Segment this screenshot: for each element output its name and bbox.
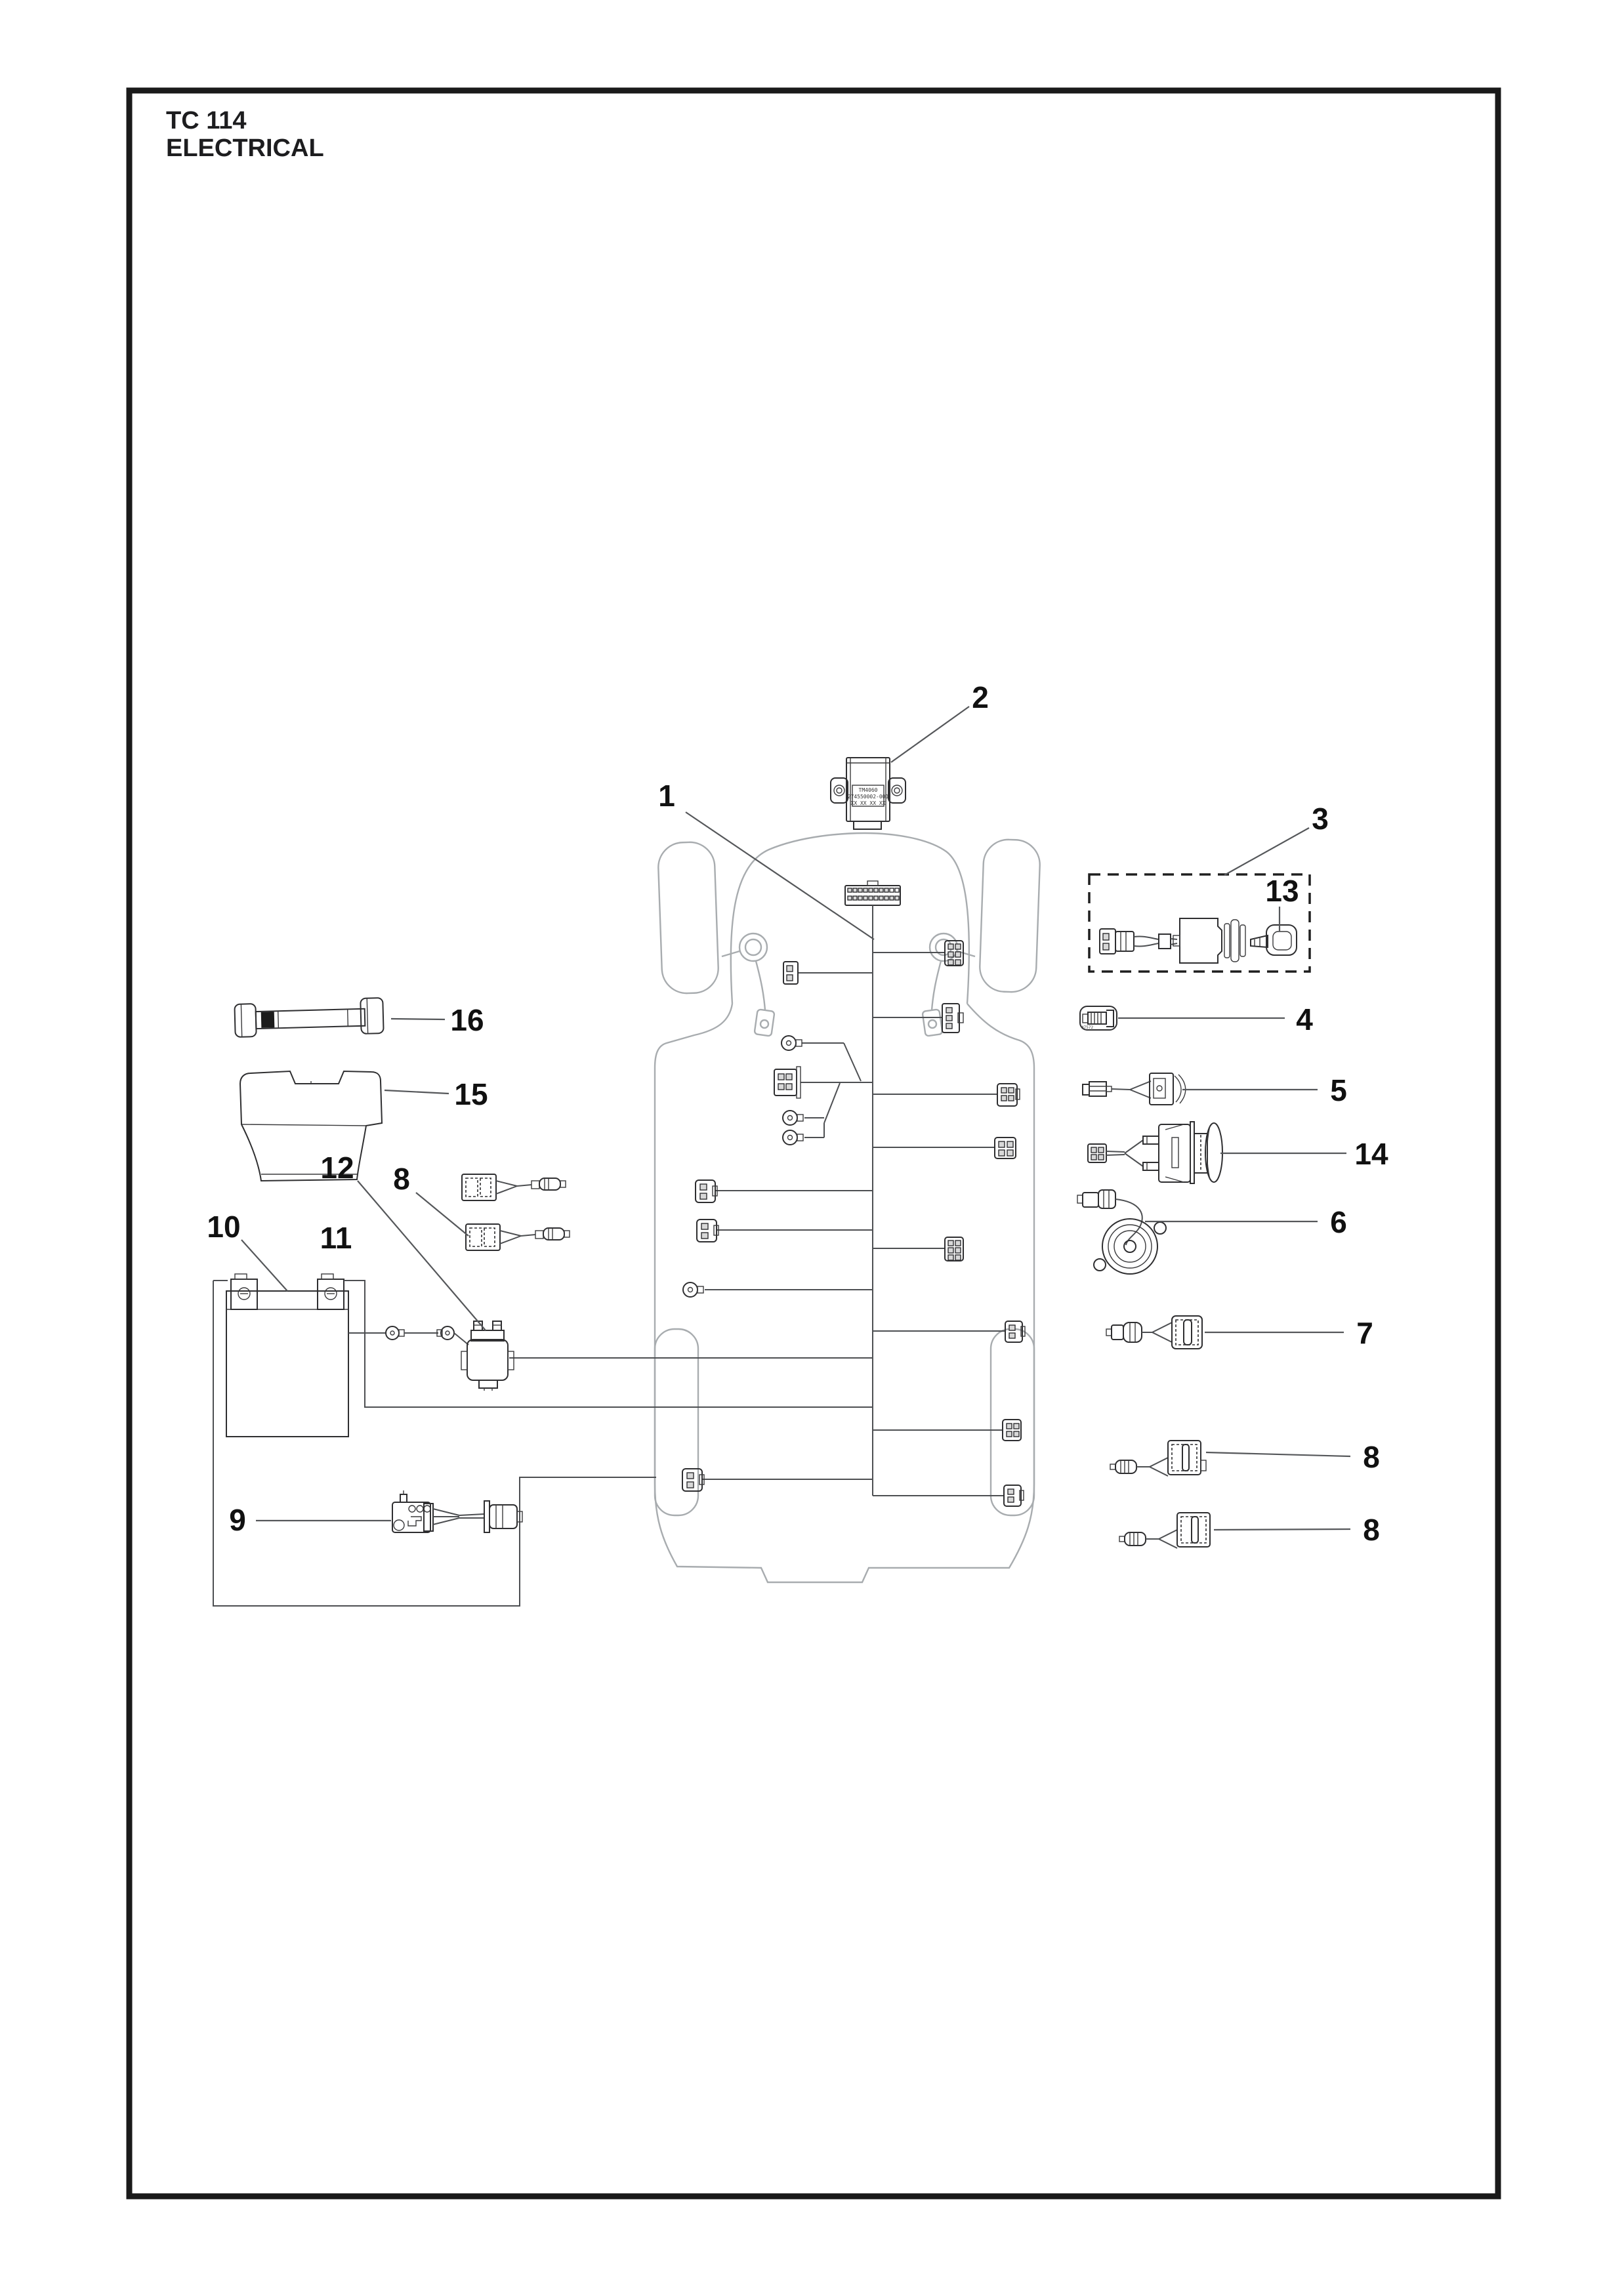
- battery-terminal-neg: [230, 1279, 258, 1310]
- callout-15: 15: [454, 1077, 488, 1111]
- harness-connector-left-2pin-a: [695, 1179, 718, 1203]
- leader-line-12: [357, 1180, 486, 1331]
- cable-ring-terminal-b: [436, 1326, 455, 1340]
- callout-6: 6: [1330, 1205, 1347, 1239]
- fuse-label: #7572: [1081, 1025, 1093, 1030]
- harness-ring-terminal-1: [781, 1035, 802, 1051]
- harness-ring-terminal-3: [782, 1130, 804, 1145]
- callout-7: 7: [1356, 1316, 1373, 1350]
- callout-8: 8: [1363, 1440, 1380, 1474]
- front-left-wheel: [657, 841, 719, 994]
- ignition-wire-sleeve: [1158, 933, 1171, 949]
- harness-connector-left-2pin-c: [682, 1468, 705, 1492]
- battery-terminal-pos: [317, 1279, 344, 1310]
- battery-cover: [239, 1070, 383, 1182]
- leader-line-8: [1205, 1451, 1351, 1458]
- callout-5: 5: [1330, 1073, 1347, 1107]
- module-bottom-tab: [853, 821, 882, 830]
- starter-solenoid: [461, 1321, 514, 1391]
- leader-line-8: [415, 1192, 469, 1237]
- module-label-line3: XX XX XX XX: [851, 800, 886, 806]
- cable-ring-terminal-a: [385, 1326, 405, 1340]
- steering-left: [721, 932, 776, 1037]
- switch-pigtail-8a: [1110, 1440, 1207, 1477]
- interlock-switch-left-b: [465, 1223, 570, 1251]
- tractor-body-outline: [654, 832, 1041, 1584]
- leader-line-10: [241, 1239, 288, 1292]
- callout-1: 1: [658, 779, 675, 813]
- ignition-switch-kit: [1088, 873, 1311, 973]
- module-label-line2: 274550002-001: [848, 794, 889, 800]
- callout-9: 9: [229, 1503, 246, 1537]
- harness-ring-terminal-2: [782, 1110, 804, 1126]
- page-title-model: TC 114: [166, 107, 247, 134]
- page-title-section: ELECTRICAL: [166, 134, 324, 162]
- leader-line-8: [1213, 1528, 1351, 1531]
- callout-2: 2: [972, 680, 989, 714]
- switch-pigtail-7: [1106, 1315, 1203, 1349]
- callout-13: 13: [1265, 874, 1299, 908]
- callout-10: 10: [207, 1210, 240, 1244]
- harness-connector-right-4pin-c: [1002, 1419, 1022, 1441]
- harness-connector-left-2pin-upper: [783, 961, 799, 985]
- callout-11: 11: [320, 1221, 352, 1255]
- callout-14: 14: [1354, 1137, 1388, 1171]
- callout-16: 16: [450, 1003, 484, 1037]
- callout-8: 8: [393, 1162, 410, 1196]
- page-border: [126, 87, 1501, 2200]
- panel-switch: [1087, 1121, 1223, 1184]
- harness-branches: [702, 952, 1005, 1496]
- ignition-switch-body: [1173, 918, 1246, 964]
- callout-4: 4: [1296, 1002, 1313, 1036]
- rear-right-wheel: [989, 1328, 1035, 1517]
- ignition-wire-b: [1133, 943, 1159, 947]
- module-flange-right: [888, 777, 906, 804]
- interlock-switch-left-a: [461, 1174, 566, 1201]
- module-flange-left: [830, 777, 848, 804]
- harness-connector-right-6pin-lower: [944, 1237, 964, 1261]
- harness-main-connector: [844, 880, 901, 906]
- rear-left-wheel: [654, 1328, 699, 1517]
- harness-connector-left-4pin: [774, 1066, 801, 1099]
- harness-connector-right-6pin-upper: [944, 940, 964, 966]
- module-label-line1: TM4060: [859, 787, 878, 793]
- battery-rod: [234, 997, 385, 1038]
- switch-pigtail-8b: [1119, 1512, 1211, 1549]
- wiring-harness: [682, 880, 1026, 1507]
- kit-dashed-box: [1088, 873, 1311, 973]
- module-label-plate: [852, 785, 885, 807]
- battery: [226, 1273, 349, 1437]
- leader-line-15: [384, 1089, 449, 1095]
- callout-8: 8: [1363, 1513, 1380, 1547]
- leader-line-3: [1224, 827, 1310, 876]
- buzzer: [1077, 1189, 1167, 1275]
- fuse-holder: #7572: [1079, 1006, 1117, 1031]
- ignition-harness-connector: [1099, 928, 1135, 954]
- battery-cable-routing: [213, 1280, 873, 1607]
- control-module: TM4060 274550002-001 XX XX XX XX: [830, 757, 906, 830]
- front-right-wheel: [979, 838, 1041, 993]
- harness-connector-right-4pin-a: [997, 1083, 1020, 1107]
- harness-connector-right-2pin-b: [1003, 1485, 1024, 1507]
- ignition-key: [1250, 924, 1297, 956]
- leader-line-1: [685, 811, 875, 940]
- ignition-wire-a: [1133, 935, 1159, 940]
- callout-12: 12: [320, 1151, 354, 1185]
- harness-connector-right-3pin: [942, 1003, 964, 1033]
- micro-switch: [392, 1490, 523, 1533]
- plunger-switch: [1082, 1073, 1186, 1105]
- callout-3: 3: [1312, 802, 1329, 836]
- harness-connector-right-2pin-a: [1005, 1321, 1026, 1343]
- harness-connector-right-4pin-b: [994, 1137, 1016, 1159]
- harness-connector-left-2pin-b: [696, 1219, 719, 1242]
- leader-line-2: [890, 706, 970, 763]
- harness-ring-terminal-4: [682, 1282, 704, 1298]
